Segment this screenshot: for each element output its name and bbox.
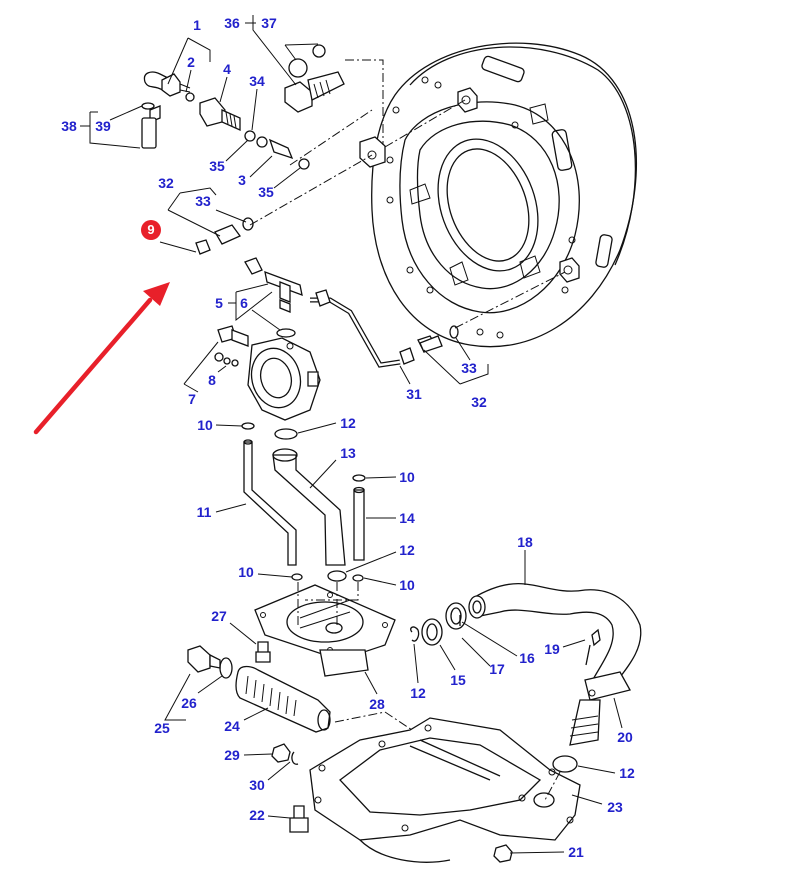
part-callout-39: 39 [95,118,111,134]
part-callout-29: 29 [224,747,240,763]
part-callout-12: 12 [619,765,635,781]
part-callout-25: 25 [154,720,170,736]
part-callout-17: 17 [489,661,505,677]
part-callout-22: 22 [249,807,265,823]
part-callout-24: 24 [224,718,240,734]
highlight-arrow [33,282,170,435]
part-callout-13: 13 [340,445,356,461]
part-callout-8: 8 [208,372,216,388]
part-callout-26: 26 [181,695,197,711]
part-callout-7: 7 [188,391,196,407]
part-callout-31: 31 [406,386,422,402]
part-callout-32: 32 [471,394,487,410]
part-callout-6: 6 [240,295,248,311]
valve-housing [214,325,321,421]
part-callout-15: 15 [450,672,466,688]
part-callout-18: 18 [517,534,533,550]
pipe-assembly [167,217,459,368]
highlighted-part-badge: 9 [141,220,161,240]
fitting-group-1 [141,44,345,170]
part-callout-33: 33 [461,360,477,376]
lower-fittings [187,641,413,833]
mounting-plate [254,582,396,677]
oil-pan [309,717,581,863]
part-callout-37: 37 [261,15,277,31]
part-callout-10: 10 [197,417,213,433]
part-callout-3: 3 [238,172,246,188]
part-callout-11: 11 [196,504,212,520]
part-callout-10: 10 [399,577,415,593]
return-pipe [410,582,642,773]
part-callout-5: 5 [215,295,223,311]
part-callout-38: 38 [61,118,77,134]
part-callout-12: 12 [340,415,356,431]
part-callout-16: 16 [519,650,535,666]
part-callout-12: 12 [410,685,426,701]
part-callout-23: 23 [607,799,623,815]
part-callout-32: 32 [158,175,174,191]
part-callout-10: 10 [399,469,415,485]
part-callout-12: 12 [399,542,415,558]
part-callout-14: 14 [399,510,415,526]
part-callout-35: 35 [258,184,274,200]
part-callout-34: 34 [249,73,265,89]
part-callout-35: 35 [209,158,225,174]
tubes [241,422,366,582]
part-callout-19: 19 [544,641,560,657]
part-callout-4: 4 [223,61,231,77]
part-callout-28: 28 [369,696,385,712]
part-callout-1: 1 [193,17,201,33]
part-callout-33: 33 [195,193,211,209]
leader-lines [80,15,623,854]
part-callout-20: 20 [617,729,633,745]
part-callout-21: 21 [568,844,584,860]
part-callout-30: 30 [249,777,265,793]
flange-housing [359,42,637,348]
part-callout-2: 2 [187,54,195,70]
part-callout-27: 27 [211,608,227,624]
part-callout-36: 36 [224,15,240,31]
part-callout-10: 10 [238,564,254,580]
